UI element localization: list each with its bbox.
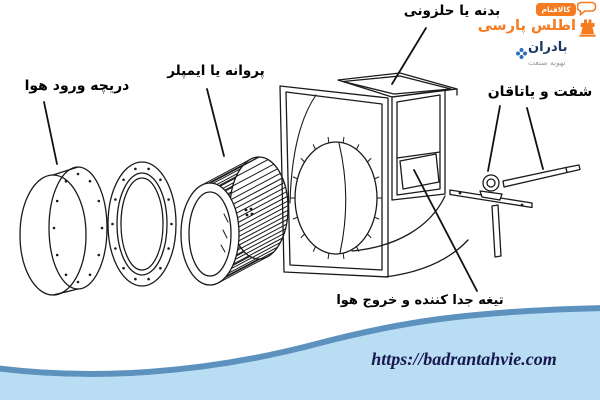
- label-shaft-bearing: شفت و یاتاقان: [487, 84, 593, 100]
- shaft-bearing-icon: [449, 164, 581, 258]
- label-air-inlet: دریچه ورود هوا: [24, 78, 130, 94]
- air-inlet-ring-icon: [19, 166, 108, 296]
- impeller-drum-icon: [180, 156, 289, 286]
- label-housing: بدنه یا حلزونی: [403, 3, 501, 19]
- volute-housing-icon: [279, 72, 469, 278]
- mounting-flange-icon: [107, 161, 177, 287]
- flower-icon: [516, 44, 527, 63]
- website-url-link[interactable]: https://badrantahvie.com: [371, 349, 557, 369]
- brand-name: اطلس پارسی: [477, 18, 576, 34]
- label-splitter-blade: تیغه جدا کننده و خروج هوا: [336, 293, 504, 308]
- leader-lines: [43, 27, 544, 292]
- brand-sub-name: بادران: [528, 40, 568, 55]
- bottom-wave: [0, 305, 600, 400]
- speech-bubble-icon: [576, 1, 598, 20]
- brand-badge: کالافنام: [536, 3, 576, 16]
- brand-tagline: تهویه صنعت: [528, 58, 566, 67]
- label-impeller: پروانه یا ایمپلر: [167, 63, 265, 79]
- rook-tower-icon: [578, 17, 597, 41]
